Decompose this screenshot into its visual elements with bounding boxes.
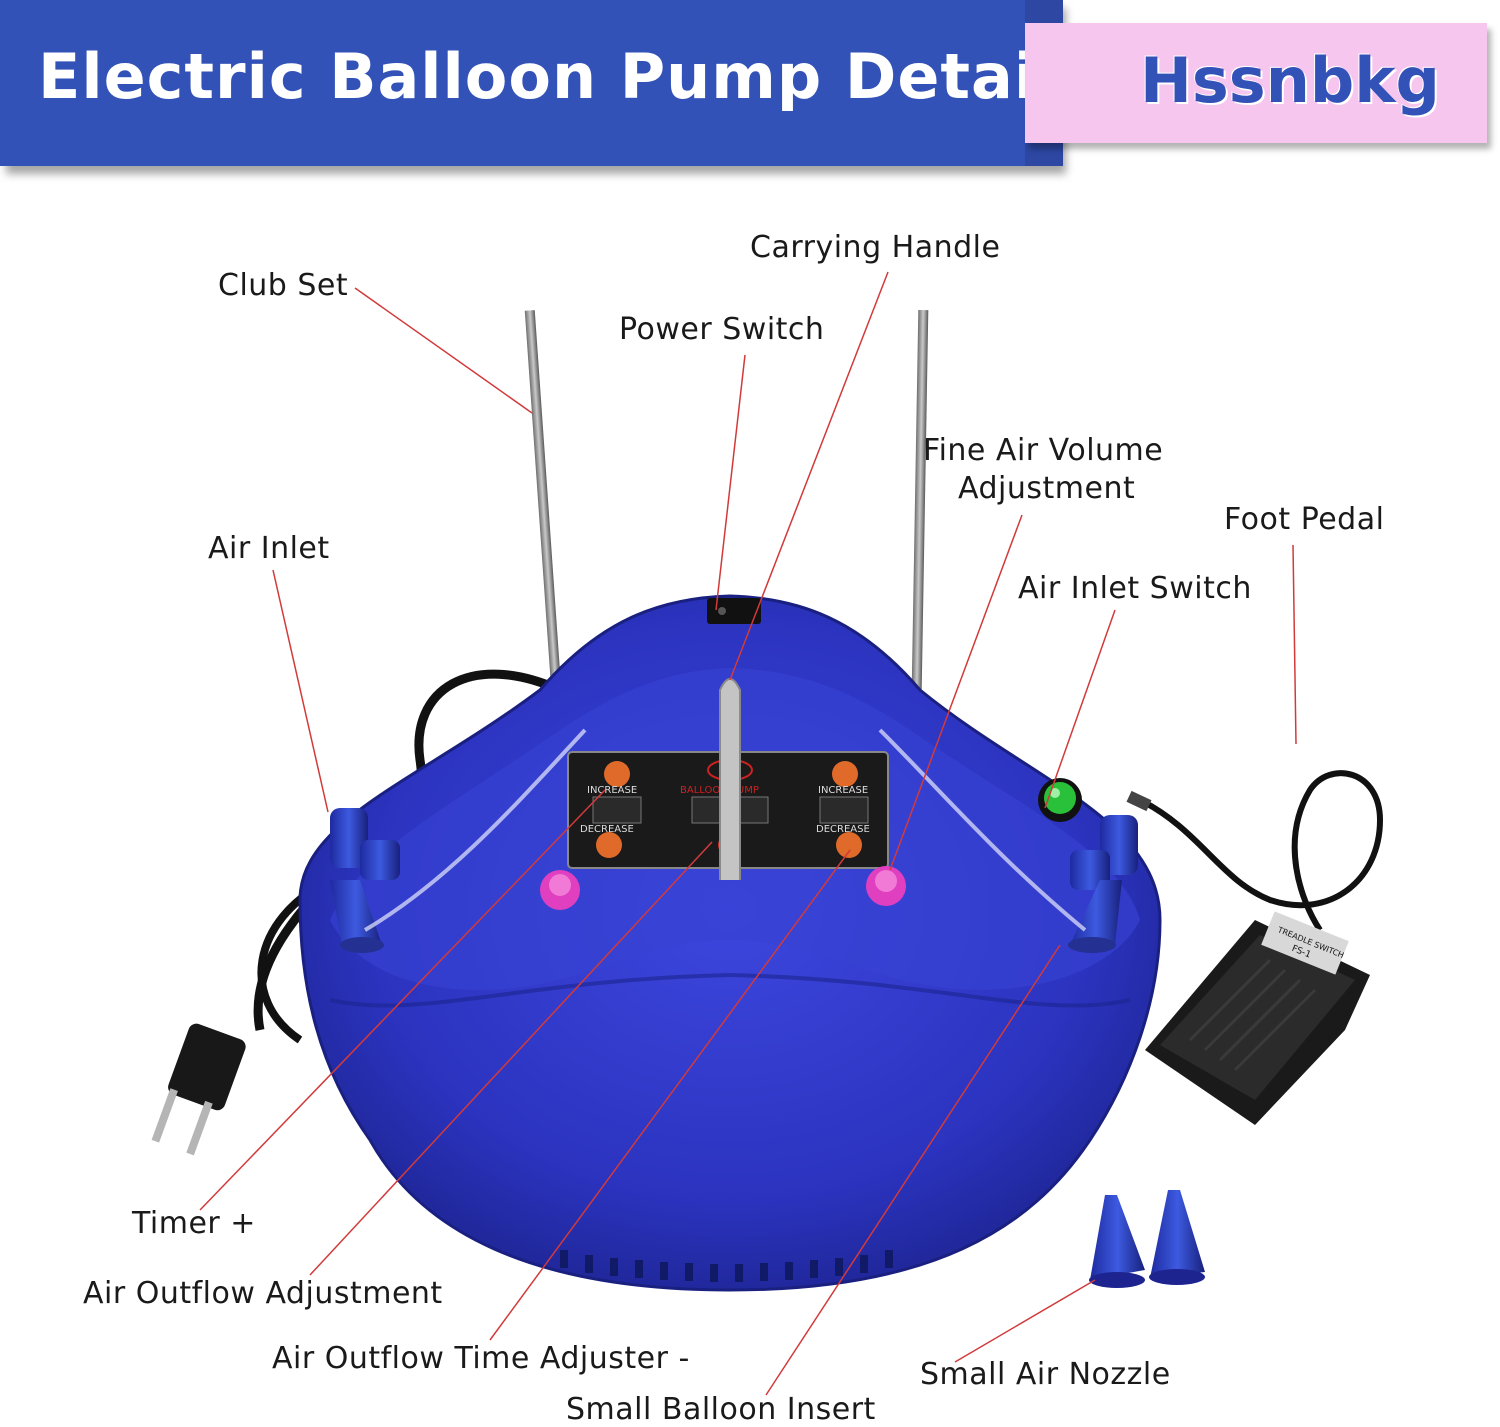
carrying-handle (719, 678, 741, 880)
title-banner (0, 0, 1060, 166)
panel-decrease-right: DECREASE (816, 824, 870, 835)
leader-club-set (354, 287, 533, 414)
label-foot-pedal: Foot Pedal (1224, 502, 1385, 537)
leader-lines (199, 271, 1297, 1396)
panel-increase-left: INCREASE (587, 785, 637, 796)
panel-increase-right: INCREASE (818, 785, 868, 796)
label-air-inlet-switch: Air Inlet Switch (1018, 571, 1252, 606)
leader-air-outflow-adjustment (309, 841, 713, 1276)
leader-air-inlet-switch (1044, 609, 1116, 809)
pink-knob-right (866, 866, 906, 906)
leader-timer (199, 789, 606, 1211)
label-fine-air-volume-line1: Fine Air Volume (923, 433, 1164, 468)
page-title: Electric Balloon Pump Details (38, 40, 1097, 113)
foot-pedal (1145, 911, 1370, 1125)
power-switch (707, 598, 761, 624)
label-air-outflow-adjustment: Air Outflow Adjustment (83, 1276, 443, 1311)
small-air-nozzle-pair (1089, 1190, 1205, 1288)
label-air-inlet: Air Inlet (208, 531, 330, 566)
air-inlet-left (330, 808, 400, 880)
label-power-switch: Power Switch (619, 312, 825, 347)
club-rod-left (524, 310, 562, 690)
brand-banner (1025, 23, 1487, 143)
leader-carrying-handle (729, 271, 889, 681)
label-air-outflow-time-adjuster: Air Outflow Time Adjuster - (272, 1341, 690, 1376)
label-timer-plus: Timer + (132, 1206, 256, 1241)
label-small-air-nozzle: Small Air Nozzle (920, 1357, 1171, 1392)
label-carrying-handle: Carrying Handle (750, 230, 1001, 265)
club-rod-right (911, 309, 929, 691)
leader-small-balloon-insert (765, 944, 1061, 1396)
label-fine-air-volume-line2: Adjustment (958, 471, 1136, 506)
leader-foot-pedal (1292, 544, 1297, 745)
leader-air-outflow-time (489, 849, 851, 1341)
vent-slots (560, 1250, 893, 1282)
pedal-cord (1138, 770, 1384, 932)
leader-power-switch (715, 354, 746, 611)
brand-name: Hssnbkg (1140, 44, 1440, 117)
pink-knob-left (540, 870, 580, 910)
leader-small-air-nozzle (954, 1279, 1096, 1363)
label-club-set: Club Set (218, 268, 349, 303)
power-plug (151, 1023, 246, 1156)
panel-decrease-left: DECREASE (580, 824, 634, 835)
leader-air-inlet (272, 569, 329, 813)
leader-fine-air-volume (889, 514, 1023, 871)
label-small-balloon-insert: Small Balloon Insert (566, 1392, 876, 1427)
air-inlet-switch-button (1038, 778, 1082, 822)
